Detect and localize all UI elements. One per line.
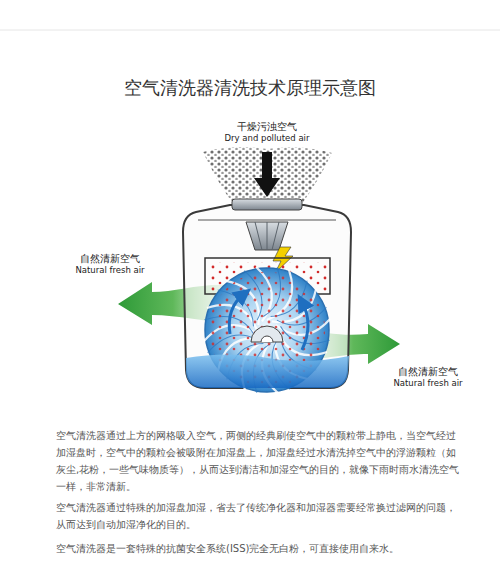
disc-hub (251, 326, 283, 342)
air-label: 自然清新空气 (368, 366, 488, 378)
description-paragraph: 空气清洗器是一套特殊的抗菌安全系统(ISS)完全无白粉，可直接使用自来水。 (56, 540, 462, 557)
diagram-title: 空气清洗器清洗技术原理示意图 (40, 76, 460, 100)
top-rule (0, 30, 500, 31)
fan (246, 222, 288, 250)
air-label: Dry and polluted air (197, 133, 337, 144)
housing-line (198, 220, 336, 221)
description-paragraph: 空气清洗器通过特殊的加湿盘加湿，省去了传统净化器和加湿器需要经常换过滤网的问题，… (56, 499, 462, 533)
rotation-arrow (229, 294, 244, 334)
intake-grille (232, 199, 302, 210)
rotation-arrow (302, 302, 308, 350)
intake-arrow (254, 152, 280, 197)
water-tray (186, 355, 349, 389)
disc-hub (261, 336, 273, 342)
housing (183, 205, 351, 388)
description-paragraph: 空气清洗器通过上方的网格吸入空气，两侧的经典刷使空气中的颗粒带上静电，当空气经过… (56, 427, 462, 495)
air-label: 干燥污浊空气 (197, 121, 337, 133)
air-label: Natural fresh air (50, 265, 170, 276)
air-label: 自然清新空气 (50, 253, 170, 265)
air-label: Natural fresh air (368, 378, 488, 389)
polluted-air-cloud (203, 147, 332, 204)
fan-blades (255, 222, 279, 250)
